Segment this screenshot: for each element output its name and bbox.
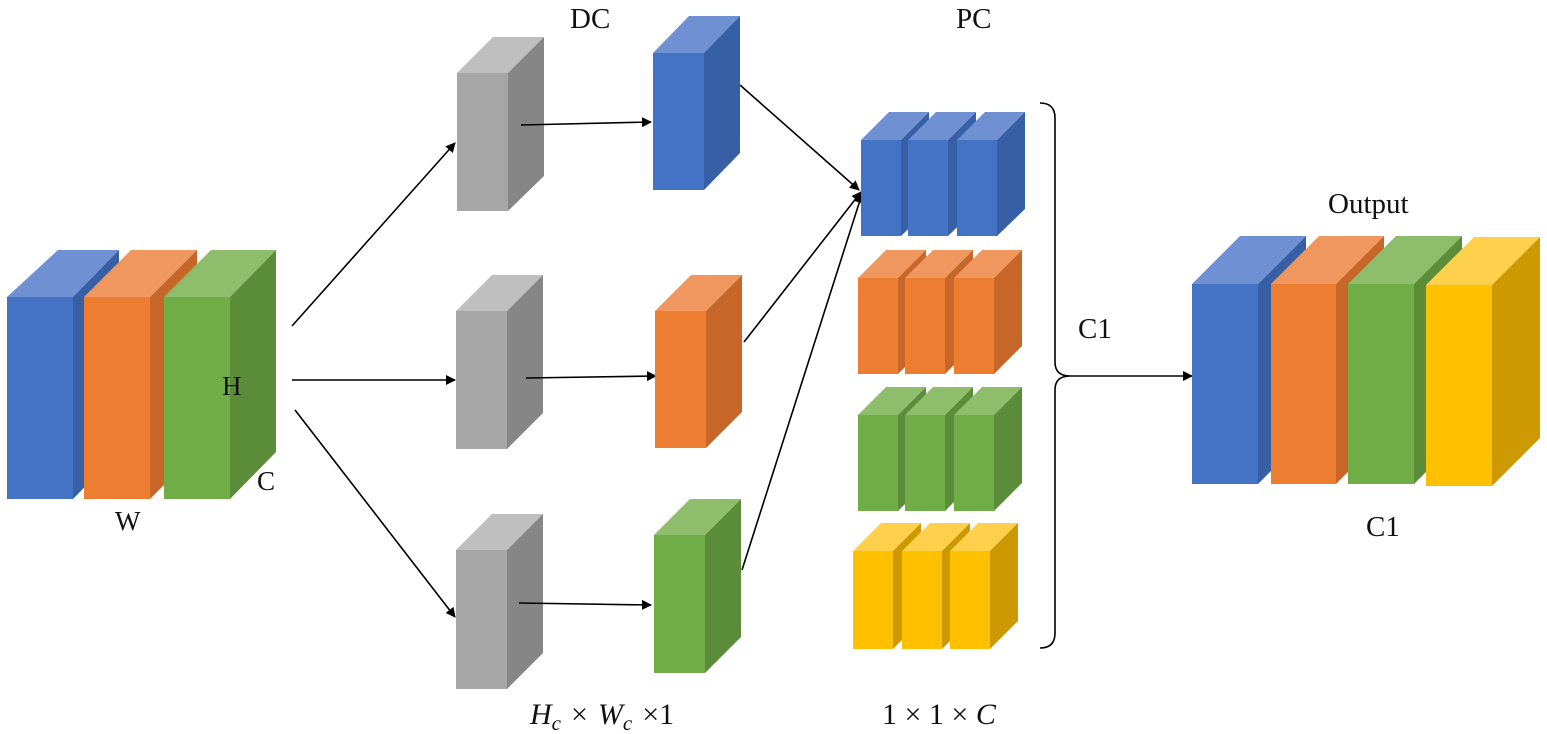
input-tensor: H C W xyxy=(7,250,276,536)
arrow-icon xyxy=(291,142,456,327)
arrow-icon xyxy=(743,191,862,343)
pointwise-row-yellow xyxy=(853,523,1018,649)
dc-size-w-sub: c xyxy=(623,711,633,734)
bracket-channel-label: C1 xyxy=(1078,313,1112,345)
pointwise-kernel xyxy=(954,250,1022,374)
dc-size-times2: ×1 xyxy=(642,698,674,731)
depthwise-output-green xyxy=(654,499,741,673)
dc-label: DC xyxy=(570,3,610,35)
input-width-label: W xyxy=(115,506,141,536)
pointwise-kernel xyxy=(954,387,1022,511)
input-height-label: H xyxy=(222,371,242,401)
pointwise-kernel xyxy=(957,112,1025,236)
output-block-yellow xyxy=(1426,237,1540,486)
output-channel-label: C1 xyxy=(1366,511,1400,543)
arrow-icon xyxy=(294,409,456,618)
dc-size-h: H xyxy=(529,698,554,731)
input-arrows xyxy=(291,142,456,618)
depthwise-output-orange xyxy=(655,275,742,448)
depthwise-kernel-top xyxy=(457,37,544,211)
arrow-icon xyxy=(525,371,657,382)
pointwise-row-green xyxy=(858,387,1022,511)
pointwise-arrows xyxy=(739,84,865,571)
output-label: Output xyxy=(1328,188,1409,220)
arrow-icon xyxy=(739,84,860,191)
input-block-orange xyxy=(84,250,197,499)
depthwise-kernel-bottom xyxy=(456,514,543,689)
arrow-icon xyxy=(518,599,652,610)
input-block-green xyxy=(164,250,276,499)
arrow-icon xyxy=(520,117,652,128)
pc-size-c: C xyxy=(976,698,997,731)
pointwise-row-blue xyxy=(861,112,1025,236)
dc-size-times1: × xyxy=(571,698,588,731)
depthwise-size-label: Hc × Wc ×1 xyxy=(529,698,674,734)
input-channel-label: C xyxy=(257,466,275,496)
pointwise-row-orange xyxy=(858,250,1022,374)
depthwise-arrows xyxy=(518,117,657,610)
dc-size-h-sub: c xyxy=(552,711,562,734)
pointwise-kernel xyxy=(950,523,1018,649)
arrow-icon xyxy=(741,193,865,571)
pointwise-size-label: 1 × 1 × C xyxy=(882,698,997,731)
pc-size-prefix: 1 × 1 × xyxy=(882,698,976,731)
pc-label: PC xyxy=(956,3,991,35)
dc-size-w: W xyxy=(598,698,626,731)
right-brace-icon xyxy=(1039,102,1071,649)
output-tensor xyxy=(1192,236,1540,486)
depthwise-output-blue xyxy=(653,16,740,190)
depthwise-kernel-middle xyxy=(456,275,543,449)
